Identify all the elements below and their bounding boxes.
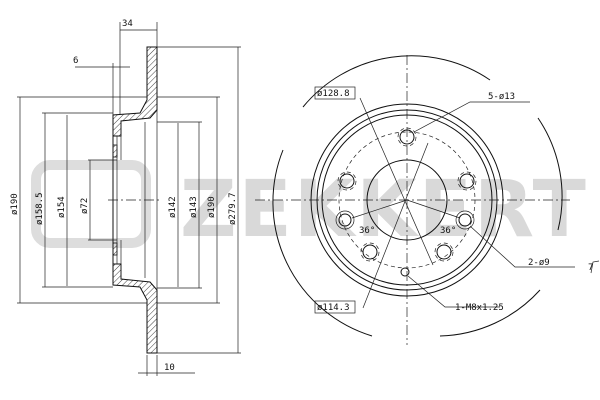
dim-lines [17, 46, 241, 354]
thread-hole [400, 267, 410, 277]
dim-d190-left: ø190 [10, 193, 20, 215]
section-disc-bottom [112, 263, 158, 354]
label-angle-36-right: 36° [440, 226, 456, 236]
dim-width-34: 34 [122, 19, 133, 29]
dim-d279-7: ø279.7 [228, 192, 238, 225]
label-5-holes-d13: 5-ø13 [488, 92, 515, 102]
section-mark: 7 [588, 263, 593, 273]
watermark-logo: ZEKKERT [31, 160, 588, 255]
label-pcd-128-8: ø128.8 [317, 89, 350, 99]
bolt-holes [337, 127, 477, 262]
watermark-text: ZEKKERT [180, 165, 588, 255]
front-view: ø128.8 5-ø13 36° 36° 2-ø9 ø114.3 1-M8x1.… [255, 55, 600, 345]
dim-d154: ø154 [57, 196, 67, 218]
section-disc-top [112, 46, 158, 137]
dim-d142: ø142 [168, 196, 178, 218]
pin-holes [335, 210, 475, 230]
label-pcd-114-3: ø114.3 [317, 303, 350, 313]
side-section-view: 34 6 10 [10, 19, 241, 376]
dim-d190-right: ø190 [207, 196, 217, 218]
dim-d72: ø72 [80, 198, 90, 214]
dim-thickness-10: 10 [164, 363, 175, 373]
label-thread-m8: 1-M8x1.25 [455, 303, 504, 313]
dim-d143: ø143 [189, 196, 199, 218]
dim-hat-6: 6 [73, 56, 78, 66]
label-2-holes-d9: 2-ø9 [528, 258, 550, 268]
label-angle-36-left: 36° [359, 226, 375, 236]
dim-d158-5: ø158.5 [35, 192, 45, 225]
